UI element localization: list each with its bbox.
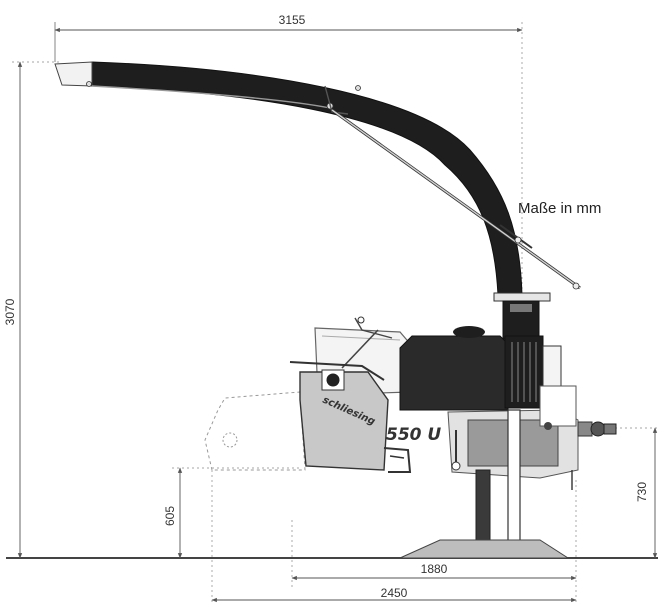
model-label: 550 U <box>386 425 441 445</box>
units-note: Maße in mm <box>518 200 601 217</box>
feed-hopper: schliesing <box>289 361 412 473</box>
dimension-label-3155: 3155 <box>279 13 306 27</box>
pto-shaft <box>577 421 617 437</box>
discharge-chute <box>54 61 523 296</box>
dimension-overall-length: 2450 <box>211 470 577 604</box>
dimension-total-height: 3070 <box>3 61 60 559</box>
engine-housing <box>399 326 562 411</box>
adjusting-rod <box>331 108 581 290</box>
dimension-label-1880: 1880 <box>421 562 448 576</box>
dimension-label-3070: 3070 <box>3 298 17 325</box>
dimension-outlet-height: 730 <box>585 427 660 559</box>
dimension-feed-height: 605 <box>163 467 300 559</box>
dimension-wheelbase: 1880 <box>291 480 577 604</box>
dimension-total-width: 3155 <box>54 13 523 290</box>
dimension-label-605: 605 <box>163 506 177 526</box>
stand <box>399 409 570 559</box>
chute-swivel <box>493 292 551 340</box>
hopper-ghost-outline <box>204 391 306 471</box>
dimension-label-730: 730 <box>635 482 649 502</box>
dimension-label-2450: 2450 <box>381 586 408 600</box>
